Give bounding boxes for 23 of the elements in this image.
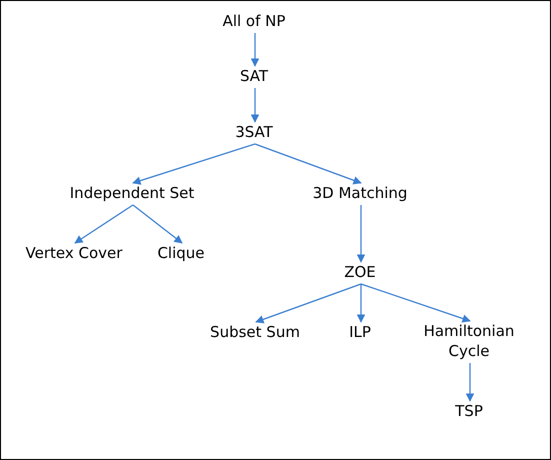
node-label: ZOE: [344, 262, 376, 282]
node-label: 3SAT: [235, 122, 273, 142]
node-label: Subset Sum: [210, 322, 300, 342]
node-label: TSP: [455, 401, 483, 421]
node-label: All of NP: [222, 11, 286, 31]
node-label: 3D Matching: [312, 183, 408, 203]
arrow: [356, 284, 366, 323]
node-label: Vertex Cover: [26, 243, 122, 263]
arrow: [250, 33, 260, 67]
arrow: [255, 283, 362, 324]
arrow: [356, 205, 366, 263]
arrow: [74, 204, 134, 244]
node-label: Hamiltonian Cycle: [422, 321, 516, 361]
arrow: [132, 143, 256, 185]
arrow: [132, 204, 183, 244]
node-label: SAT: [240, 66, 268, 86]
arrow: [250, 88, 260, 123]
node-label: Clique: [157, 243, 205, 263]
arrow: [254, 143, 362, 184]
arrow: [466, 363, 474, 402]
node-label: Independent Set: [70, 183, 194, 203]
arrow: [360, 283, 471, 323]
node-label: ILP: [349, 322, 371, 342]
